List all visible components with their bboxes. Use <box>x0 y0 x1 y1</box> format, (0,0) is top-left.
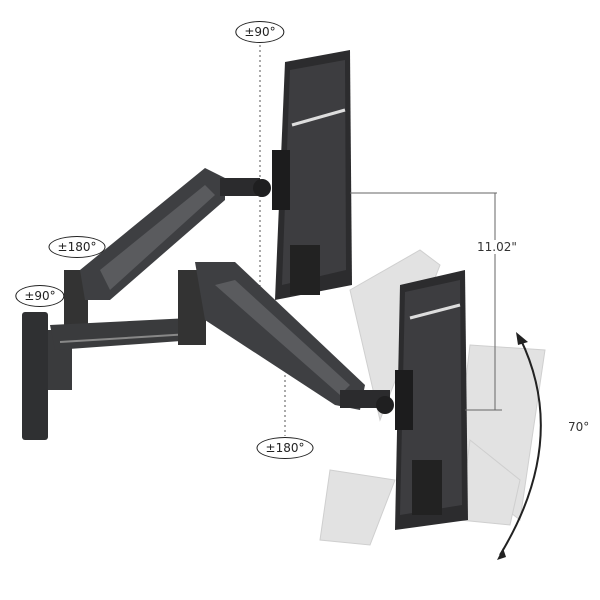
height-dimension-lines <box>350 192 502 411</box>
upper-arm <box>64 168 271 330</box>
top-swivel-badge: ±90° <box>235 21 285 43</box>
height-adjustment-label: 11.02" <box>477 240 517 254</box>
tilt-range-label: 70° <box>568 420 590 434</box>
upper-arm-rotation-badge: ±180° <box>48 236 106 258</box>
lower-monitor-rotation-badge: ±180° <box>256 437 314 459</box>
lower-arm <box>50 262 394 414</box>
lower-monitor <box>395 270 468 530</box>
upper-monitor <box>272 50 352 300</box>
wall-plate <box>22 312 48 440</box>
wall-swivel-badge: ±90° <box>15 285 65 307</box>
tilt-arc-arrow <box>499 337 542 556</box>
